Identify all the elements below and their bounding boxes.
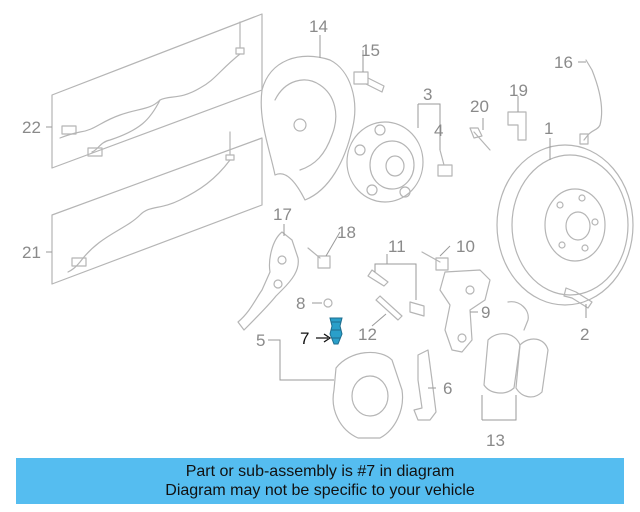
part-6-spring-clip — [413, 349, 437, 421]
part-20-sensor-bolt — [469, 127, 491, 151]
callout-4: 4 — [434, 121, 443, 140]
callout-9: 9 — [481, 303, 490, 322]
callout-13: 13 — [486, 431, 505, 450]
part-21-sensor-harness-lower — [51, 131, 263, 285]
callout-16: 16 — [554, 53, 573, 72]
banner-line-2: Diagram may not be specific to your vehi… — [165, 482, 475, 499]
callout-18: 18 — [337, 223, 356, 242]
part-10-bolt — [421, 251, 449, 271]
part-15-bolt — [353, 71, 385, 93]
part-16-brake-hose — [579, 59, 603, 145]
part-info-banner: Part or sub-assembly is #7 in diagram Di… — [16, 458, 624, 504]
callout-10: 10 — [456, 237, 475, 256]
banner-line-1: Part or sub-assembly is #7 in diagram — [185, 463, 455, 480]
callout-8: 8 — [296, 294, 305, 313]
part-19-speed-sensor — [507, 111, 527, 141]
callout-20: 20 — [470, 97, 489, 116]
part-9-carrier — [439, 269, 491, 353]
callout-12: 12 — [358, 325, 377, 344]
part-12-guide-pin — [375, 295, 403, 321]
part-1-brake-disc — [496, 144, 634, 306]
part-5-caliper — [332, 351, 404, 439]
callout-14: 14 — [309, 17, 328, 36]
part-7-bleeder-screw — [329, 317, 343, 345]
callout-3: 3 — [423, 85, 432, 104]
part-8-cap — [323, 298, 333, 308]
part-14-splash-shield — [260, 55, 356, 201]
callout-7: 7 — [300, 329, 309, 348]
part-13-brake-pads — [483, 301, 549, 398]
callout-2: 2 — [580, 325, 589, 344]
part-3-wheel-hub — [346, 121, 424, 203]
callout-17: 17 — [273, 205, 292, 224]
callout-1: 1 — [544, 119, 553, 138]
leader-lines — [46, 35, 587, 421]
part-2-bolt — [563, 287, 593, 309]
callout-5: 5 — [256, 331, 265, 350]
part-4-hub-bolt — [437, 149, 453, 177]
part-17-bracket — [237, 231, 299, 331]
callout-22: 22 — [22, 118, 41, 137]
part-18-bolt — [307, 247, 331, 269]
callout-19: 19 — [509, 81, 528, 100]
callout-15: 15 — [361, 41, 380, 60]
callout-6: 6 — [443, 379, 452, 398]
callout-21: 21 — [22, 243, 41, 262]
callout-11: 11 — [388, 237, 406, 256]
part-11-guide-pins — [367, 269, 425, 317]
callout-labels: 22 21 14 15 3 4 20 19 16 1 2 17 18 11 10… — [22, 17, 589, 450]
